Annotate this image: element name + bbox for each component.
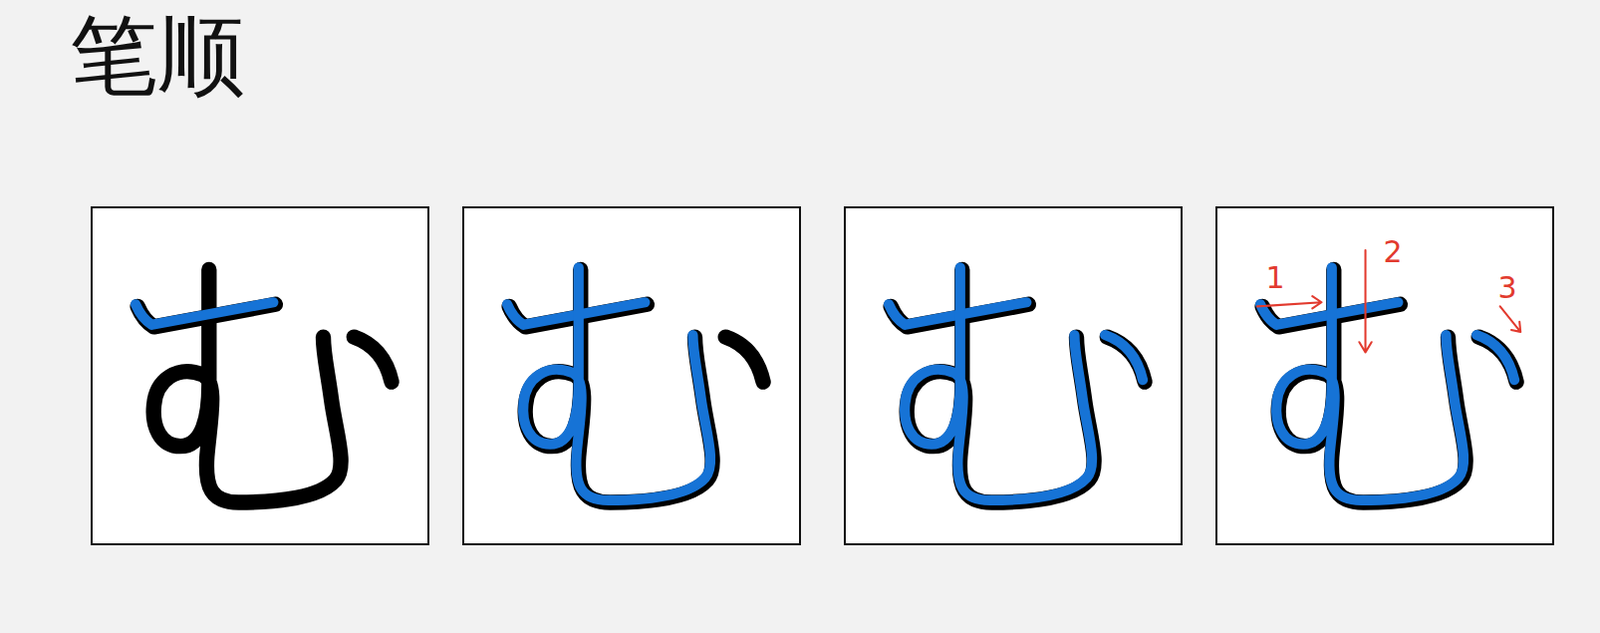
stroke-frame	[843, 206, 1183, 545]
callout-number: 2	[1382, 237, 1402, 267]
direction-arrow	[1257, 295, 1323, 308]
stroke-highlight	[904, 266, 1092, 500]
callout-number: 3	[1497, 272, 1517, 303]
stroke-frame: 1 2 3	[1215, 206, 1555, 545]
character-drawing	[843, 206, 1183, 545]
direction-arrow	[1500, 305, 1521, 332]
callout-number: 1	[1265, 263, 1285, 293]
stroke-highlight	[1104, 334, 1143, 380]
stroke-highlight	[135, 301, 273, 325]
stroke-highlight	[523, 266, 711, 500]
page-title: 笔顺	[69, 7, 246, 105]
character-drawing	[462, 206, 801, 545]
character-drawing	[90, 206, 430, 545]
stroke-frame	[90, 206, 430, 545]
stroke	[353, 336, 392, 382]
direction-arrow	[1358, 250, 1371, 352]
stroke-frame	[462, 206, 801, 545]
stroke	[725, 336, 764, 382]
stroke-highlight	[1476, 334, 1515, 380]
